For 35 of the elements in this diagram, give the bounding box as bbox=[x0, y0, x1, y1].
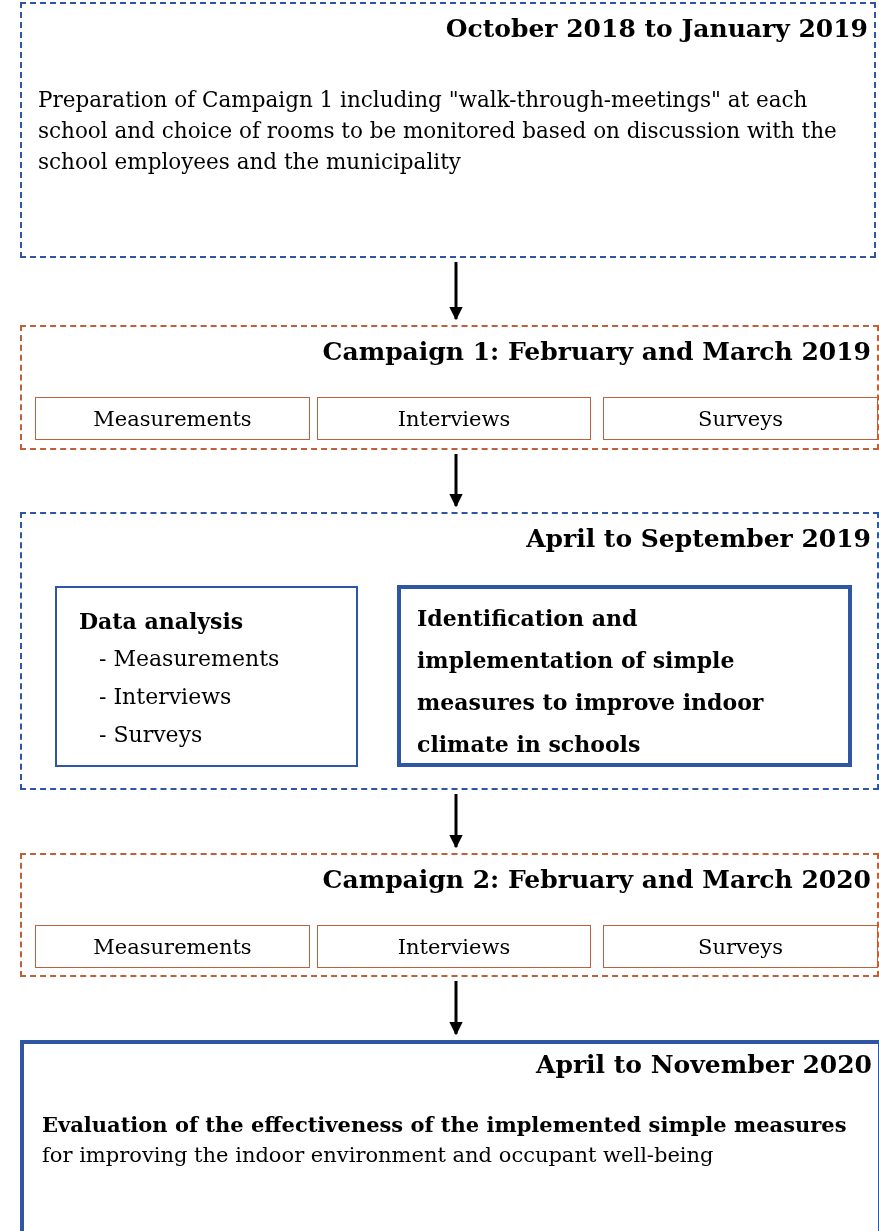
phase-panel bbox=[20, 2, 876, 258]
activity-box bbox=[317, 925, 591, 968]
phase-heading: October 2018 to January 2019 bbox=[445, 14, 868, 43]
phase-heading: April to September 2019 bbox=[526, 524, 871, 553]
activity-label: Measurements bbox=[93, 406, 252, 431]
phase-heading: Campaign 1: February and March 2019 bbox=[322, 337, 871, 366]
arrow bbox=[449, 794, 463, 849]
task-box bbox=[55, 586, 358, 767]
activity-box bbox=[603, 925, 878, 968]
phase-panel bbox=[20, 853, 879, 977]
phase-description: Evaluation of the effectiveness of the implemented simple measures for improving the indoor environment and occupant well-being bbox=[42, 1111, 848, 1170]
task-description: Identification and implementation of simple measures to improve indoor climate in schools bbox=[417, 604, 765, 759]
arrow bbox=[449, 454, 463, 508]
activity-box bbox=[603, 397, 878, 440]
activity-box bbox=[35, 397, 310, 440]
activity-label: Interviews bbox=[397, 934, 511, 959]
list-item: - Surveys bbox=[98, 721, 203, 749]
activity-box bbox=[317, 397, 591, 440]
task-heading: Data analysis bbox=[79, 607, 244, 636]
phase-panel bbox=[20, 512, 879, 790]
activity-label: Measurements bbox=[93, 934, 252, 959]
task-box bbox=[397, 585, 852, 767]
list-item: - Measurements bbox=[98, 645, 280, 673]
activity-label: Interviews bbox=[397, 406, 511, 431]
activity-label: Surveys bbox=[698, 934, 783, 959]
activity-box bbox=[35, 925, 310, 968]
list-item: - Interviews bbox=[98, 683, 232, 711]
arrow bbox=[449, 981, 463, 1036]
phase-panel bbox=[20, 325, 879, 450]
phase-heading: Campaign 2: February and March 2020 bbox=[322, 865, 871, 894]
phase-panel bbox=[20, 1040, 879, 1231]
phase-description: Preparation of Campaign 1 including "walk-through-meetings" at each school and choice of rooms to be monitored based on discussion with the school employees and the municipality bbox=[38, 86, 838, 177]
activity-label: Surveys bbox=[698, 406, 783, 431]
phase-heading: April to November 2020 bbox=[536, 1050, 872, 1079]
arrow bbox=[449, 262, 463, 321]
